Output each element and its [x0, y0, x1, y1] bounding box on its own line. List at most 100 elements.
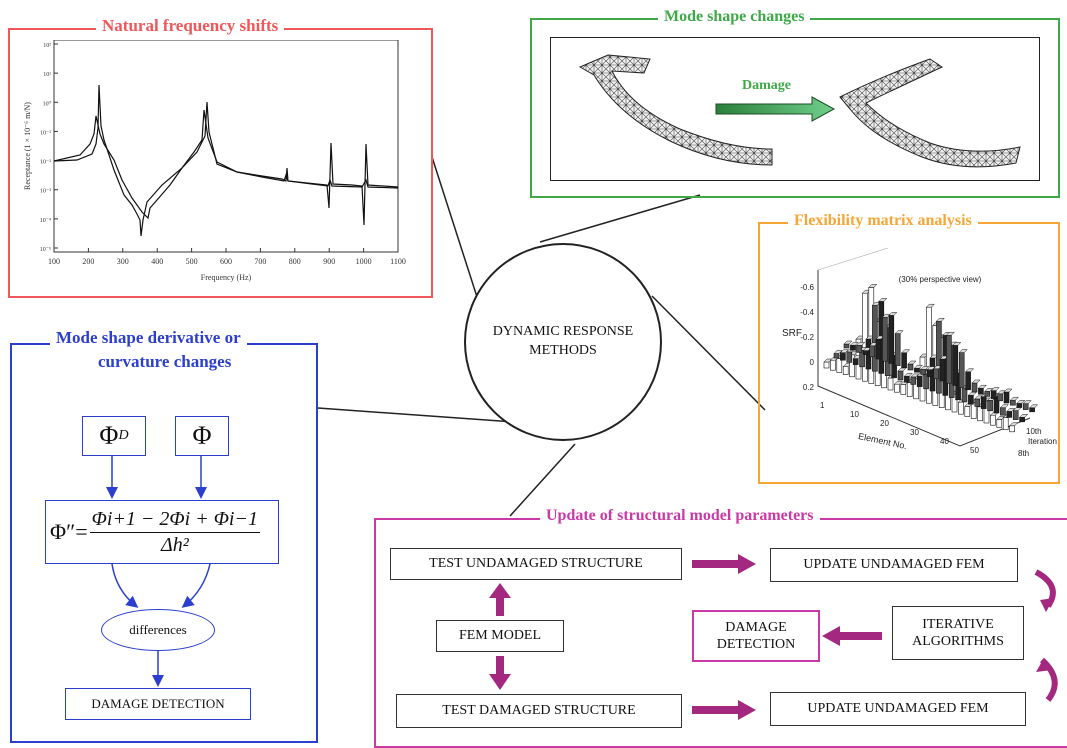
- deriv-panel-title-1: Mode shape derivative or: [50, 328, 247, 348]
- freq-xtick-label: 1000: [356, 257, 372, 266]
- center-title-line2: METHODS: [529, 343, 597, 358]
- phi-d-subscript: D: [118, 428, 129, 444]
- flex-ztick-label: -0.4: [800, 308, 814, 317]
- flex-ylabel: Iteration: [1028, 437, 1057, 446]
- flex-bar-top: [894, 330, 904, 334]
- test-damaged-label: TEST DAMAGED STRUCTURE: [442, 703, 636, 719]
- damage-label: Damage: [742, 78, 791, 93]
- deriv-damage-detection-label: DAMAGE DETECTION: [91, 695, 225, 711]
- freq-xtick-label: 300: [117, 257, 129, 266]
- differences-oval: differences: [101, 609, 215, 651]
- freq-xtick-label: 1100: [390, 257, 406, 266]
- flex-ytick-10th: 10th: [1026, 427, 1042, 436]
- fem-model-box: FEM MODEL: [436, 620, 564, 652]
- phi-symbol: Φ: [192, 420, 212, 450]
- beam-undamaged: [578, 54, 773, 166]
- freq-xtick-label: 700: [254, 257, 266, 266]
- mode-panel-title: Mode shape changes: [658, 8, 811, 26]
- flex-bar-top: [833, 350, 843, 354]
- flex-xtick-label: 30: [910, 428, 919, 437]
- arrow-test-to-update-bottom: [692, 700, 756, 720]
- connector-deriv: [317, 407, 529, 424]
- test-damaged-box: TEST DAMAGED STRUCTURE: [396, 694, 682, 728]
- flex-bar-top: [1016, 400, 1026, 404]
- freq-curve-undamaged: [53, 84, 399, 237]
- beam-damaged: [839, 58, 1021, 168]
- flex-bar-top: [1009, 396, 1020, 401]
- formula-box: Φ″= Φi+1 − 2Φi + Φi−1 Δh²: [45, 500, 279, 564]
- freq-curve-damaged: [53, 109, 399, 220]
- flex-bar-top: [856, 342, 866, 346]
- freq-xtick-label: 500: [186, 257, 198, 266]
- update-panel-title: Update of structural model parameters: [540, 507, 820, 525]
- deriv-damage-detection-box: DAMAGE DETECTION: [65, 688, 251, 720]
- flex-bar-top: [839, 349, 850, 353]
- update-damage-detection-box: DAMAGE DETECTION: [692, 610, 820, 662]
- flex-bar-top: [935, 317, 946, 322]
- flex-bar-top: [1018, 414, 1029, 418]
- update-undamaged-box-1: UPDATE UNDAMAGED FEM: [770, 548, 1018, 582]
- flex-bar-top: [910, 373, 920, 378]
- freq-xlabel: Frequency (Hz): [201, 273, 252, 282]
- freq-ytick-label: 10⁰: [43, 100, 52, 107]
- flex-ztick-label: 0: [810, 358, 815, 367]
- formula-denominator: Δh²: [160, 533, 189, 556]
- flex-bar-top: [945, 331, 956, 336]
- arrow-iterative-to-detection: [822, 626, 882, 646]
- center-title-line1: DYNAMIC RESPONSE: [492, 324, 634, 340]
- flex-plot: (30% perspective view) SRF -0.6-0.4-0.20…: [782, 248, 1057, 458]
- freq-panel-title: Natural frequency shifts: [96, 16, 285, 36]
- flex-bar-top: [878, 298, 888, 302]
- flex-bar-top: [893, 380, 904, 385]
- iterative-label: ITERATIVE ALGORITHMS: [912, 616, 1004, 650]
- arrow-fem-up: [489, 583, 511, 616]
- flex-bar-top: [971, 379, 981, 384]
- connector-mode: [539, 194, 701, 243]
- formula-numerator: Φi+1 − 2Φi + Φi−1: [89, 507, 260, 533]
- freq-ytick-label: 10⁻¹: [40, 130, 51, 136]
- flex-ztick-label: 0.2: [803, 383, 815, 392]
- flex-bars: [823, 284, 1039, 433]
- freq-ytick-label: 10⁻⁴: [40, 218, 51, 224]
- flex-bar-top: [964, 368, 975, 373]
- freq-xtick-label: 800: [289, 257, 301, 266]
- freq-ytick-label: 10⁻²: [40, 160, 51, 166]
- center-circle: DYNAMIC RESPONSE METHODS: [464, 243, 662, 441]
- flex-bar-top: [984, 388, 994, 392]
- update-undamaged-label-1: UPDATE UNDAMAGED FEM: [803, 557, 985, 573]
- update-undamaged-box-2: UPDATE UNDAMAGED FEM: [770, 692, 1026, 726]
- freq-ytick-label: 10¹: [43, 72, 51, 78]
- test-undamaged-box: TEST UNDAMAGED STRUCTURE: [390, 548, 682, 580]
- flex-bar-top: [849, 341, 860, 346]
- differences-label: differences: [129, 622, 187, 637]
- deriv-arrows: [106, 456, 211, 687]
- flex-bar-top: [868, 284, 878, 288]
- arrow-fem-down: [489, 656, 511, 690]
- freq-ytick-label: 10⁻³: [40, 189, 51, 195]
- flex-ztick-label: -0.6: [800, 283, 814, 292]
- connector-flex: [651, 295, 766, 411]
- formula-lhs: Φ″=: [50, 519, 88, 545]
- update-damage-detection-label: DAMAGE DETECTION: [716, 619, 796, 653]
- flex-xtick-label: 50: [970, 446, 979, 455]
- mode-figure: Damage: [578, 54, 1021, 168]
- flex-bar-top: [952, 342, 962, 346]
- freq-ylabel: Receptance (1 × 10⁻⁶ m/N): [23, 102, 32, 190]
- test-undamaged-label: TEST UNDAMAGED STRUCTURE: [429, 556, 643, 572]
- flex-bar-top: [920, 366, 930, 370]
- flex-view-label: (30% perspective view): [899, 275, 982, 284]
- freq-xtick-label: 100: [48, 257, 60, 266]
- freq-xtick-label: 600: [220, 257, 232, 266]
- flex-bar-top: [1022, 400, 1032, 404]
- flex-bar-top: [913, 364, 924, 369]
- flex-bar-top: [958, 349, 968, 353]
- flex-bar-top: [843, 340, 853, 345]
- formula-fraction: Φi+1 − 2Φi + Φi−1 Δh²: [89, 507, 260, 558]
- connector-update: [509, 443, 576, 517]
- flex-bar-top: [1008, 422, 1019, 427]
